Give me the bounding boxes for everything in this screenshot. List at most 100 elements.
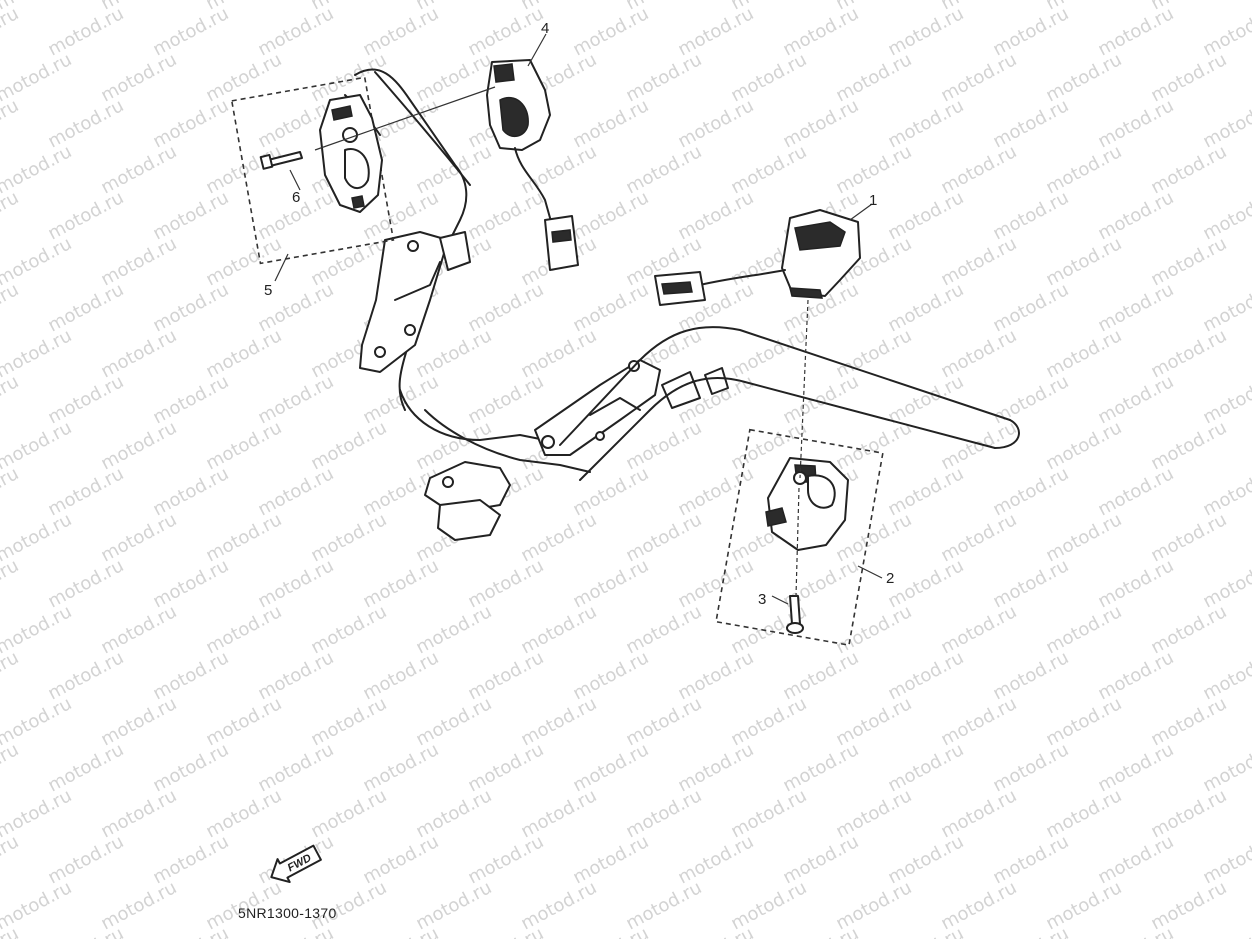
switch-housing-part-4 (486, 59, 579, 271)
watermark-text: motod.ru (884, 187, 967, 244)
watermark-text: motod.ru (622, 49, 705, 106)
watermark-text: motod.ru (832, 785, 915, 842)
watermark-text: motod.ru (674, 555, 757, 612)
watermark-text: motod.ru (569, 555, 652, 612)
watermark-text: motod.ru (149, 187, 232, 244)
watermark-text: motod.ru (884, 95, 967, 152)
watermark-text: motod.ru (0, 739, 22, 796)
watermark-text: motod.ru (254, 923, 337, 939)
watermark-text: motod.ru (254, 739, 337, 796)
watermark-text: motod.ru (1042, 693, 1125, 750)
watermark-text: motod.ru (569, 647, 652, 704)
watermark-text: motod.ru (1147, 601, 1230, 658)
watermark-text: motod.ru (727, 877, 810, 934)
watermark-text: motod.ru (779, 3, 862, 60)
watermark-text: motod.ru (464, 923, 547, 939)
watermark-text: motod.ru (884, 463, 967, 520)
watermark-text: motod.ru (884, 279, 967, 336)
watermark-text: motod.ru (569, 279, 652, 336)
watermark-text: motod.ru (884, 647, 967, 704)
watermark-text: motod.ru (412, 49, 495, 106)
watermark-text: motod.ru (149, 739, 232, 796)
watermark-text: motod.ru (989, 3, 1072, 60)
watermark-text: motod.ru (937, 601, 1020, 658)
watermark-text: motod.ru (989, 463, 1072, 520)
watermark-text: motod.ru (44, 555, 127, 612)
watermark-text: motod.ru (202, 693, 285, 750)
watermark-text: motod.ru (44, 371, 127, 428)
watermark-text: motod.ru (727, 141, 810, 198)
watermark-text: motod.ru (1094, 187, 1177, 244)
callout-4: 4 (541, 20, 549, 37)
watermark-text: motod.ru (1094, 279, 1177, 336)
watermark-text: motod.ru (254, 463, 337, 520)
watermark-text: motod.ru (937, 49, 1020, 106)
watermark-text: motod.ru (832, 49, 915, 106)
watermark-text: motod.ru (0, 831, 22, 888)
watermark-text: motod.ru (0, 187, 22, 244)
screw-part-3 (786, 595, 804, 634)
watermark-text: motod.ru (44, 739, 127, 796)
watermark-text: motod.ru (622, 877, 705, 934)
watermark-text: motod.ru (149, 371, 232, 428)
watermark-text: motod.ru (674, 3, 757, 60)
watermark-text: motod.ru (622, 509, 705, 566)
watermark-text: motod.ru (97, 417, 180, 474)
watermark-text: motod.ru (989, 923, 1072, 939)
watermark-text: motod.ru (1042, 785, 1125, 842)
watermark-text: motod.ru (937, 693, 1020, 750)
watermark-text: motod.ru (989, 371, 1072, 428)
watermark-text: motod.ru (412, 601, 495, 658)
watermark-text: motod.ru (359, 831, 442, 888)
watermark-text: motod.ru (989, 831, 1072, 888)
watermark-text: motod.ru (884, 739, 967, 796)
watermark-text: motod.ru (412, 693, 495, 750)
watermark-text: motod.ru (779, 647, 862, 704)
callout-2: 2 (886, 570, 894, 587)
watermark-text: motod.ru (1042, 601, 1125, 658)
watermark-text: motod.ru (359, 3, 442, 60)
watermark-text: motod.ru (884, 371, 967, 428)
watermark-text: motod.ru (149, 463, 232, 520)
watermark-text: motod.ru (832, 417, 915, 474)
watermark-text: motod.ru (202, 509, 285, 566)
watermark-text: motod.ru (1042, 417, 1125, 474)
watermark-text: motod.ru (0, 279, 22, 336)
watermark-text: motod.ru (202, 785, 285, 842)
watermark-text: motod.ru (1147, 141, 1230, 198)
watermark-text: motod.ru (359, 739, 442, 796)
watermark-text: motod.ru (1042, 233, 1125, 290)
watermark-text: motod.ru (517, 601, 600, 658)
callout-5: 5 (264, 282, 272, 299)
watermark-text: motod.ru (622, 693, 705, 750)
watermark-text: motod.ru (937, 509, 1020, 566)
watermark-text: motod.ru (884, 831, 967, 888)
watermark-text: motod.ru (412, 141, 495, 198)
watermark-text: motod.ru (1147, 325, 1230, 382)
watermark-text: motod.ru (97, 601, 180, 658)
watermark-text: motod.ru (1094, 923, 1177, 939)
watermark-text: motod.ru (307, 785, 390, 842)
watermark-text: motod.ru (1147, 49, 1230, 106)
watermark-text: motod.ru (97, 325, 180, 382)
watermark-text: motod.ru (97, 233, 180, 290)
watermark-text: motod.ru (97, 141, 180, 198)
watermark-text: motod.ru (0, 3, 22, 60)
watermark-text: motod.ru (307, 693, 390, 750)
watermark-text: motod.ru (307, 417, 390, 474)
watermark-text: motod.ru (464, 187, 547, 244)
watermark-text: motod.ru (989, 95, 1072, 152)
watermark-text: motod.ru (569, 463, 652, 520)
handlebar (344, 68, 1020, 541)
watermark-text: motod.ru (359, 555, 442, 612)
watermark-text: motod.ru (674, 463, 757, 520)
watermark-text: motod.ru (622, 141, 705, 198)
watermark-text: motod.ru (1147, 785, 1230, 842)
switch-assembly-part-2 (715, 428, 884, 647)
callout-6: 6 (292, 189, 300, 206)
watermark-text: motod.ru (1094, 647, 1177, 704)
watermark-text: motod.ru (1042, 49, 1125, 106)
watermark-text: motod.ru (517, 141, 600, 198)
watermark-text: motod.ru (989, 739, 1072, 796)
